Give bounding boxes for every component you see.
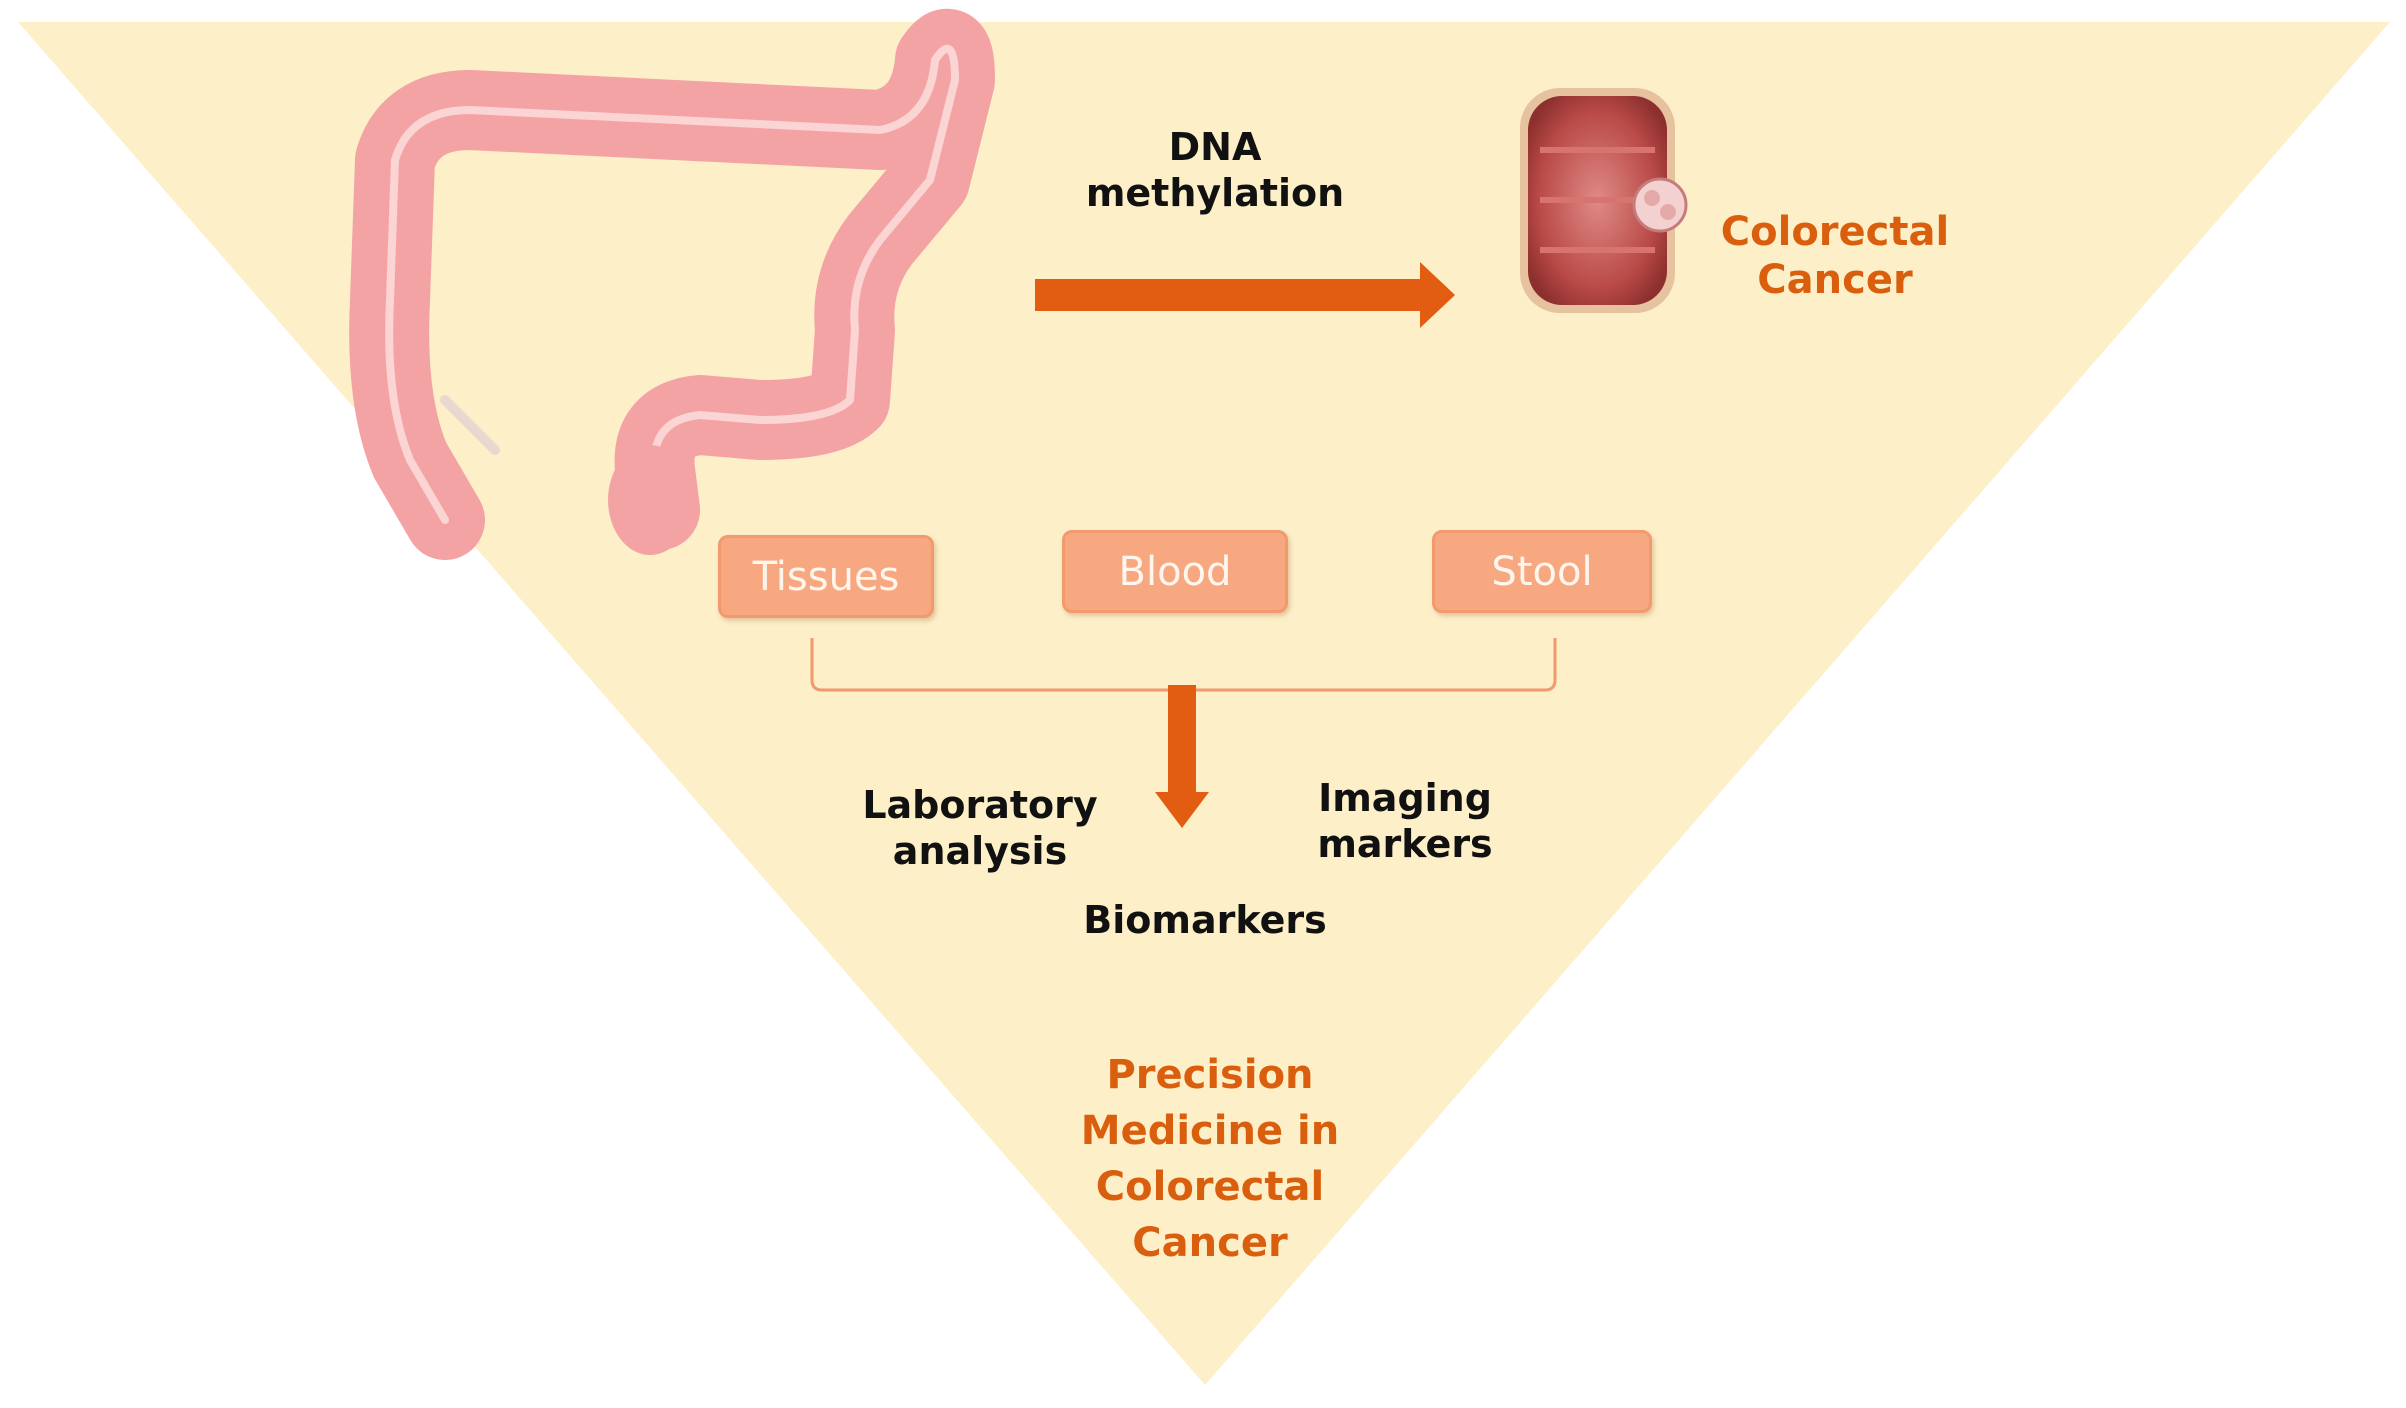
methylation-arrow xyxy=(1035,262,1455,328)
dna-methylation-label: DNA methylation xyxy=(1085,125,1345,215)
colon-illustration xyxy=(349,9,995,560)
tissues-box: Tissues xyxy=(718,535,934,618)
biomarkers-label: Biomarkers xyxy=(1083,898,1327,942)
colorectal-cancer-label: Colorectal Cancer xyxy=(1720,209,1950,303)
imaging-markers-label: Imaging markers xyxy=(1317,776,1493,866)
rectum xyxy=(608,445,692,555)
precision-medicine-label: Precision Medicine in Colorectal Cancer xyxy=(1080,1052,1340,1266)
inverted-triangle-background xyxy=(18,22,2390,1385)
appendix xyxy=(440,395,500,455)
laboratory-analysis-label: Laboratory analysis xyxy=(862,783,1098,873)
blood-box: Blood xyxy=(1062,530,1288,613)
colon-inner-highlight xyxy=(385,44,959,524)
stool-box: Stool xyxy=(1432,530,1652,613)
colon-tumor-illustration xyxy=(1520,88,1688,313)
down-arrow xyxy=(1155,685,1209,828)
